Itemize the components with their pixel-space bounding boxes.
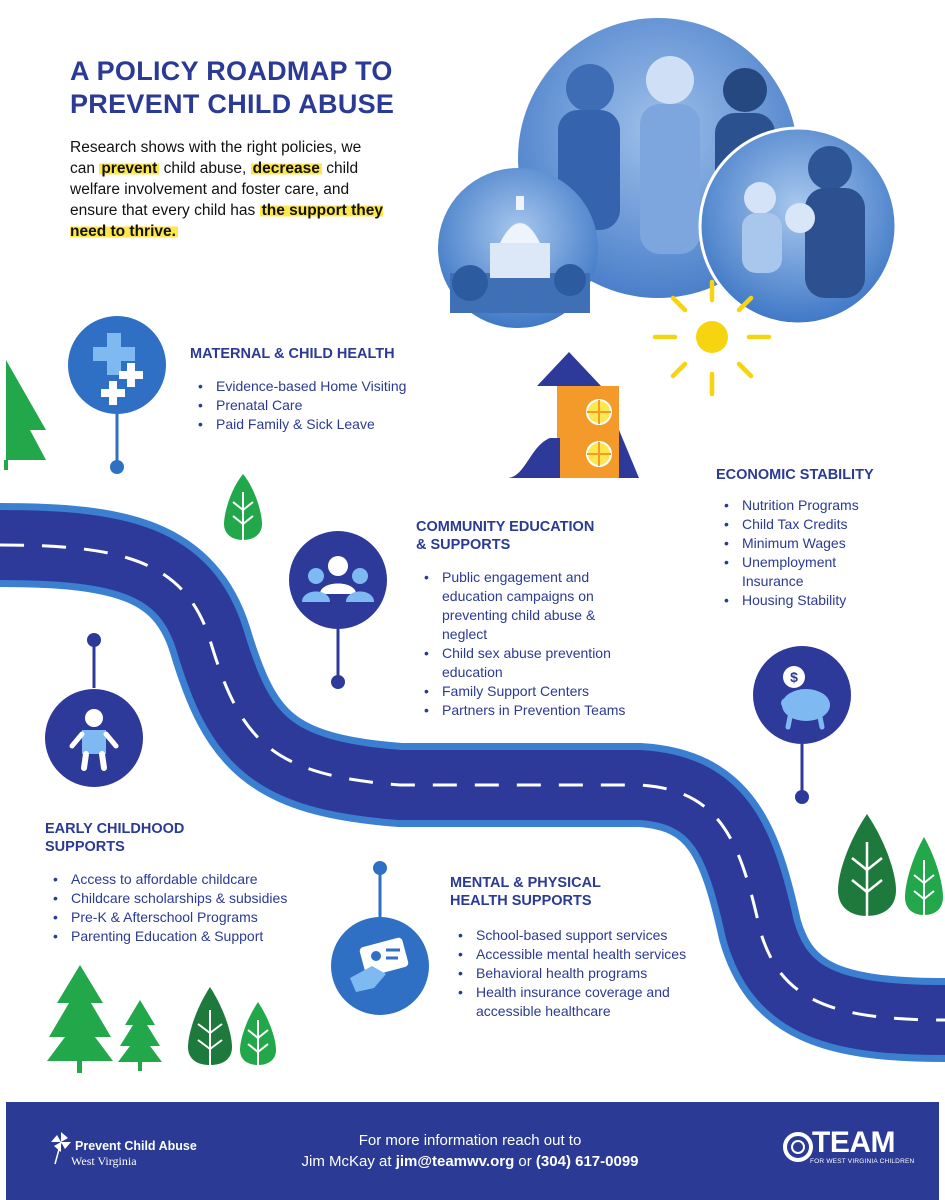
section-economic-stability: ECONOMIC STABILITY Nutrition Programs Ch… <box>716 466 916 610</box>
section-early-childhood: EARLY CHILDHOOD SUPPORTS Access to affor… <box>45 820 325 946</box>
pine-tree-icon <box>118 1000 162 1071</box>
team-logo-name: TEAM <box>812 1126 896 1159</box>
intro-text: child welfare involvement and foster car… <box>70 160 359 219</box>
phone-number[interactable]: (304) 617-0099 <box>535 1153 639 1170</box>
playground-slide-icon <box>507 352 639 478</box>
section-title: MATERNAL & CHILD HEALTH <box>190 346 395 362</box>
policy-list: Access to affordable childcare Childcare… <box>45 870 325 946</box>
footer-contact: For more information reach out to Jim Mc… <box>230 1130 710 1172</box>
contact-prefix: Jim McKay at <box>301 1153 396 1170</box>
list-item: Family Support Centers <box>416 682 666 701</box>
pine-tree-icon <box>47 965 113 1073</box>
medical-cross-icon <box>68 316 166 474</box>
pca-logo-name: Prevent Child Abuse <box>75 1139 197 1153</box>
intro-text: child abuse, <box>159 160 251 177</box>
list-item: Nutrition Programs <box>716 496 916 515</box>
sun-icon <box>652 279 772 397</box>
tree-icon <box>224 474 262 548</box>
email-link[interactable]: jim@teamwv.org <box>395 1153 515 1170</box>
list-item: Child sex abuse prevention education <box>416 644 642 682</box>
team-logo-subtitle: FOR WEST VIRGINIA CHILDREN <box>810 1158 915 1165</box>
list-item: Partners in Prevention Teams <box>416 701 666 720</box>
list-item: Access to affordable childcare <box>45 870 325 889</box>
photo-family-circle <box>698 126 898 326</box>
policy-list: Public engagement and education campaign… <box>416 568 666 720</box>
baby-icon <box>45 633 143 787</box>
intro-paragraph: Research shows with the right policies, … <box>70 137 390 242</box>
page-title: A POLICY ROADMAP TO PREVENT CHILD ABUSE <box>70 55 490 121</box>
team-ring-icon <box>783 1132 813 1162</box>
footer-line-2: Jim McKay at jim@teamwv.org or (304) 617… <box>230 1151 710 1172</box>
photo-capitol-circle <box>438 168 598 328</box>
list-item: Accessible mental health services <box>450 945 710 964</box>
highlight-prevent: prevent <box>99 160 160 177</box>
list-item: Childcare scholarships & subsidies <box>45 889 325 908</box>
list-item: Child Tax Credits <box>716 515 916 534</box>
tree-icon <box>905 837 943 928</box>
section-title-line-2: HEALTH SUPPORTS <box>450 893 592 909</box>
section-mental-physical-health: MENTAL & PHYSICAL HEALTH SUPPORTS School… <box>450 874 710 1021</box>
policy-list: Evidence-based Home Visiting Prenatal Ca… <box>190 377 450 434</box>
section-community-education: COMMUNITY EDUCATION & SUPPORTS Public en… <box>416 518 676 720</box>
photo-collage <box>438 18 898 328</box>
highlight-decrease: decrease <box>250 160 322 177</box>
pinwheel-icon <box>51 1132 71 1165</box>
health-card-icon <box>331 861 429 1015</box>
intro-text: Research shows with the right policies, … <box>70 139 362 177</box>
section-title-line-1: MENTAL & PHYSICAL <box>450 875 601 891</box>
title-line-1: A POLICY ROADMAP TO <box>70 56 393 86</box>
list-item: Pre-K & Afterschool Programs <box>45 908 325 927</box>
policy-list: School-based support services Accessible… <box>450 926 710 1021</box>
tree-icon <box>188 987 232 1073</box>
svg-text:$: $ <box>790 669 798 685</box>
list-item: Unemployment Insurance <box>716 553 862 591</box>
list-item: Behavioral health programs <box>450 964 710 983</box>
title-line-2: PREVENT CHILD ABUSE <box>70 89 395 119</box>
pca-logo-subtitle: West Virginia <box>71 1154 137 1168</box>
section-title-line-1: EARLY CHILDHOOD <box>45 821 185 837</box>
section-title: ECONOMIC STABILITY <box>716 467 874 483</box>
section-maternal-health: MATERNAL & CHILD HEALTH Evidence-based H… <box>190 345 450 434</box>
tree-icon <box>838 814 896 930</box>
list-item: Prenatal Care <box>190 396 450 415</box>
people-group-icon <box>289 531 387 689</box>
section-title-line-2: SUPPORTS <box>45 839 125 855</box>
list-item: Minimum Wages <box>716 534 916 553</box>
list-item: Evidence-based Home Visiting <box>190 377 450 396</box>
section-title-line-1: COMMUNITY EDUCATION <box>416 519 595 535</box>
footer-line-1: For more information reach out to <box>358 1132 582 1149</box>
list-item: Public engagement and education campaign… <box>416 568 642 644</box>
tree-icon <box>240 1002 276 1074</box>
policy-list: Nutrition Programs Child Tax Credits Min… <box>716 496 916 610</box>
list-item: Paid Family & Sick Leave <box>190 415 450 434</box>
list-item: Housing Stability <box>716 591 916 610</box>
road <box>0 503 945 1062</box>
list-item: School-based support services <box>450 926 710 945</box>
list-item: Health insurance coverage and accessible… <box>450 983 686 1021</box>
contact-or: or <box>514 1153 536 1170</box>
section-title-line-2: & SUPPORTS <box>416 537 511 553</box>
piggy-bank-icon: $ <box>753 646 851 804</box>
list-item: Parenting Education & Support <box>45 927 325 946</box>
pine-tree-icon <box>4 360 46 470</box>
footer-bar <box>6 1102 939 1200</box>
